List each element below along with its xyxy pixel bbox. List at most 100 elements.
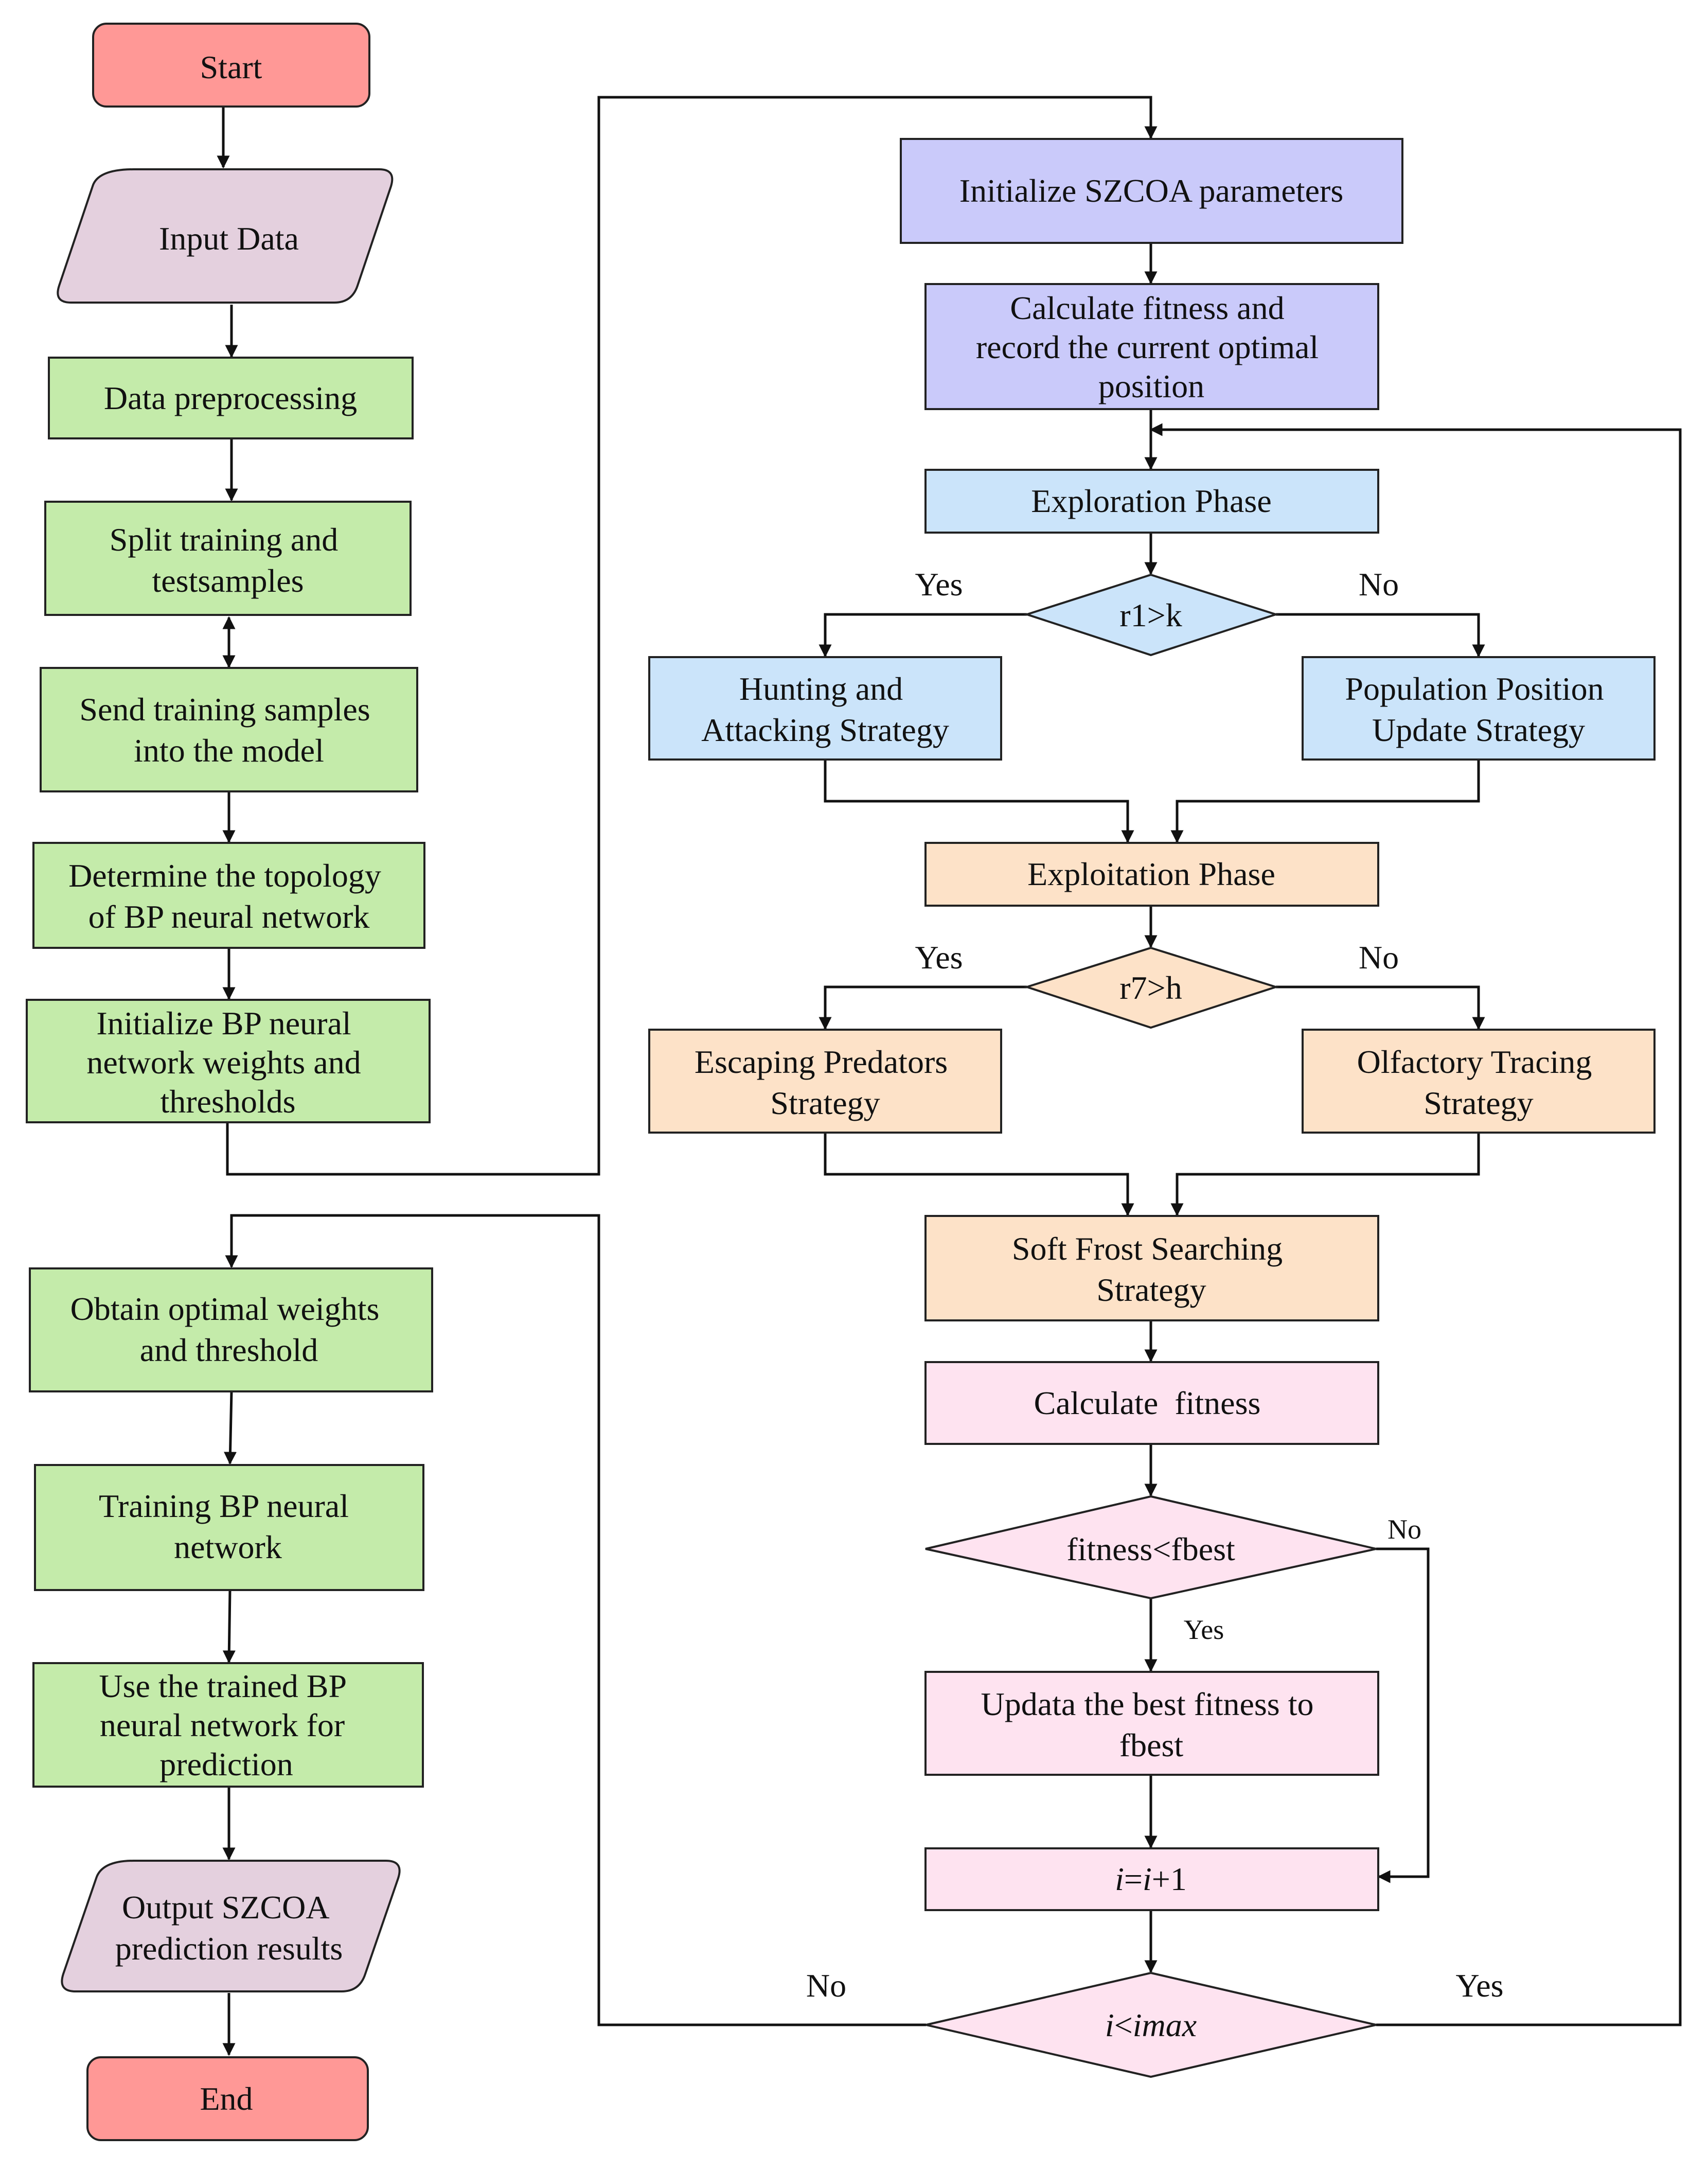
calculate-fitness-node: Calculate fitness	[924, 1361, 1379, 1445]
init-bp-shape	[26, 999, 431, 1123]
output-line-2: prediction results	[115, 1930, 343, 1967]
olfactory-tracing-shape	[1302, 1029, 1656, 1134]
hunting-line-1: Hunting and	[739, 670, 903, 707]
edge-imax-no-optimal	[225, 1214, 926, 2026]
escaping-predators-shape	[648, 1029, 1002, 1134]
init-szcoa-node: Initialize SZCOA parameters	[900, 138, 1403, 244]
init-szcoa-label: Initialize SZCOA parameters	[959, 172, 1343, 209]
init-bp-line-2: network weights and	[86, 1044, 361, 1081]
use-trained-label: Use the trained BP neural network for pr…	[99, 1668, 353, 1782]
end-shape	[86, 2056, 369, 2141]
topology-line-2: of BP neural network	[88, 898, 370, 935]
optimal-weights-shape	[29, 1267, 433, 1392]
calc-record-line-2: record the current optimal	[976, 329, 1319, 365]
calc-record-shape	[924, 283, 1379, 410]
condition-r7-label: r7>h	[1119, 969, 1182, 1006]
soft-frost-shape	[924, 1215, 1379, 1321]
condition-r1-label: r1>k	[1119, 597, 1182, 633]
soft-frost-line-1: Soft Frost Searching	[1012, 1230, 1283, 1267]
training-bp-label: Training BP neural network	[99, 1488, 357, 1565]
hunting-attacking-shape	[648, 656, 1002, 761]
population-update-node: Population Position Update Strategy	[1302, 656, 1656, 761]
r1-yes-label: Yes	[915, 566, 963, 603]
update-best-line-2: fbest	[1119, 1727, 1184, 1763]
increment-shape	[924, 1847, 1379, 1911]
topology-node: Determine the topology of BP neural netw…	[32, 842, 425, 949]
olfactory-tracing-node: Olfactory Tracing Strategy	[1302, 1029, 1656, 1134]
edge-r7-no-olfactory	[1276, 985, 1485, 1030]
optimal-line-1: Obtain optimal weights	[70, 1291, 380, 1327]
split-samples-node: Split training and testsamples	[44, 501, 412, 616]
send-training-shape	[40, 667, 418, 792]
hunting-line-2: Attacking Strategy	[701, 712, 949, 748]
olfactory-tracing-label: Olfactory Tracing Strategy	[1357, 1044, 1600, 1121]
population-line-2: Update Strategy	[1372, 712, 1585, 748]
start-label: Start	[200, 49, 262, 85]
escaping-predators-label: Escaping Predators Strategy	[695, 1044, 956, 1121]
r1-no-label: No	[1359, 566, 1399, 603]
edge-escaping-softfrost	[824, 1133, 1134, 1216]
population-line-1: Population Position	[1345, 670, 1604, 707]
exploitation-phase-label: Exploitation Phase	[1027, 856, 1275, 892]
increment-plus-one: +1	[1152, 1861, 1187, 1897]
calculate-fitness-label: Calculate fitness	[1034, 1385, 1261, 1421]
send-line-2: into the model	[134, 732, 324, 769]
training-bp-node: Training BP neural network	[34, 1464, 424, 1591]
r7-yes-label: Yes	[915, 939, 963, 976]
calc-record-line-3: position	[1098, 368, 1204, 404]
split-line-2: testsamples	[152, 562, 304, 599]
init-szcoa-shape	[900, 138, 1403, 244]
send-training-label: Send training samples into the model	[79, 691, 378, 769]
edge-labels: Yes No Yes No No Yes No Yes	[806, 566, 1504, 2004]
fitness-yes-label: Yes	[1184, 1614, 1224, 1645]
init-bp-line-1: Initialize BP neural	[96, 1005, 351, 1042]
condition-fitness-label: fitness<fbest	[1066, 1531, 1235, 1567]
train-line-2: network	[174, 1529, 282, 1565]
exploration-phase-node: Exploration Phase	[924, 469, 1379, 534]
exploitation-phase-shape	[924, 842, 1379, 907]
hunting-attacking-node: Hunting and Attacking Strategy	[648, 656, 1002, 761]
update-best-label: Updata the best fitness to fbest	[981, 1686, 1322, 1763]
edge-loop-yes-return	[1149, 423, 1682, 2026]
imax-var-imax: imax	[1133, 2007, 1197, 2043]
population-update-shape	[1302, 656, 1656, 761]
start-shape	[92, 23, 370, 108]
output-results-shape	[61, 1860, 401, 1992]
data-preprocessing-node: Data preprocessing	[48, 357, 414, 439]
data-preprocessing-label: Data preprocessing	[104, 380, 357, 416]
edge-population-exploitation	[1170, 760, 1480, 843]
use-line-3: prediction	[159, 1746, 293, 1782]
exploration-phase-label: Exploration Phase	[1031, 483, 1271, 519]
update-best-shape	[924, 1671, 1379, 1776]
use-line-2: neural network for	[100, 1707, 345, 1743]
use-trained-shape	[32, 1662, 424, 1788]
olfactory-line-1: Olfactory Tracing	[1357, 1044, 1592, 1080]
input-data-shape	[57, 168, 394, 304]
condition-r1-node: r1>k	[1023, 573, 1279, 657]
edge-initbp-to-szcoa	[226, 96, 1158, 1176]
split-samples-label: Split training and testsamples	[110, 521, 346, 599]
condition-fitness-node: fitness<fbest	[925, 1495, 1377, 1600]
condition-fitness-shape	[925, 1495, 1377, 1600]
edges	[217, 96, 1682, 2056]
increment-label: i=i+1	[1115, 1861, 1187, 1897]
end-node: End	[86, 2056, 369, 2141]
condition-imax-shape	[926, 1971, 1377, 2078]
init-bp-node: Initialize BP neural network weights and…	[26, 999, 431, 1123]
olfactory-line-2: Strategy	[1424, 1085, 1533, 1121]
condition-r1-shape	[1023, 573, 1279, 657]
edge-olfactory-softfrost	[1170, 1133, 1480, 1216]
soft-frost-label: Soft Frost Searching Strategy	[1012, 1230, 1291, 1308]
imax-less-than: <	[1114, 2007, 1133, 2043]
input-data-label: Input Data	[159, 220, 299, 257]
input-data-node: Input Data	[57, 168, 394, 304]
population-update-label: Population Position Update Strategy	[1345, 670, 1612, 748]
edge-optimal-train	[223, 1391, 237, 1465]
imax-yes-label: Yes	[1455, 1967, 1503, 2004]
edge-r7-yes-escaping	[819, 985, 1027, 1030]
edge-r1-yes-hunting	[819, 613, 1027, 658]
calculate-fitness-shape	[924, 1361, 1379, 1445]
topology-label: Determine the topology of BP neural netw…	[68, 857, 389, 935]
soft-frost-node: Soft Frost Searching Strategy	[924, 1215, 1379, 1321]
increment-node: i=i+1	[924, 1847, 1379, 1911]
